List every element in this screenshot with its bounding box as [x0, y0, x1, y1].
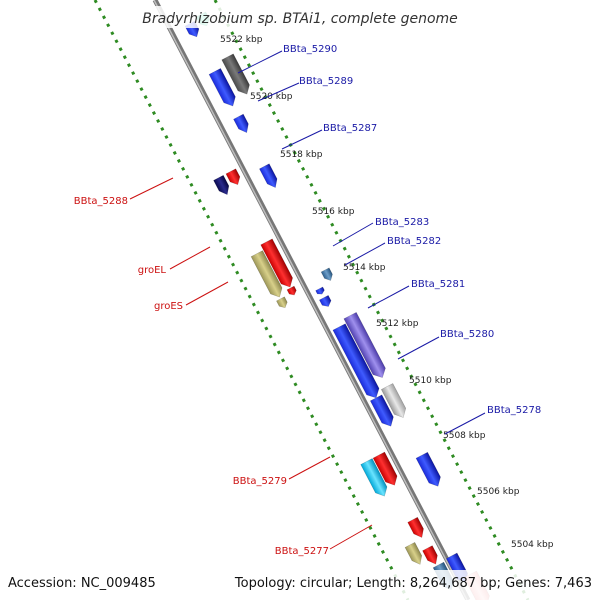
gene-label-groel[interactable]: groEL	[138, 265, 167, 276]
map-title: Bradyrhizobium sp. BTAi1, complete genom…	[142, 11, 458, 27]
topology-text: Topology: circular; Length: 8,264,687 bp…	[234, 576, 592, 591]
gene-arrow[interactable]	[286, 285, 298, 297]
tick-label: 5506 kbp	[477, 487, 520, 497]
tick-labels: 5522 kbp 5520 kbp 5518 kbp 5516 kbp 5514…	[220, 35, 554, 550]
genome-backbone-highlight	[153, 0, 468, 600]
gene-label-leader	[237, 50, 283, 74]
gene-arrow[interactable]	[422, 545, 441, 567]
tick-label: 5514 kbp	[343, 263, 386, 273]
gene-arrow[interactable]	[332, 323, 382, 401]
gene-label-bbta-5282[interactable]: BBta_5282	[387, 236, 441, 247]
gene-arrow[interactable]	[372, 451, 400, 488]
gene-label-groes[interactable]: groES	[154, 301, 183, 312]
gene-label-bbta-5278[interactable]: BBta_5278	[487, 405, 541, 416]
accession-text: Accession: NC_009485	[8, 576, 156, 591]
gene-label-bbta-5287[interactable]: BBta_5287	[323, 123, 377, 134]
gene-label-leader	[329, 524, 373, 550]
reverse-gene-label-texts: BBta_5288 groEL groES BBta_5279 BBta_527…	[74, 196, 329, 557]
gene-arrow[interactable]	[213, 174, 233, 197]
gene-arrow[interactable]	[250, 250, 285, 300]
genome-backbone	[152, 0, 471, 600]
gene-label-leader	[169, 246, 211, 270]
gene-label-leader	[344, 242, 386, 266]
tick-label: 5504 kbp	[511, 540, 554, 550]
gene-features	[184, 11, 490, 600]
gene-label-bbta-5290[interactable]: BBta_5290	[283, 44, 337, 55]
tick-label: 5508 kbp	[443, 431, 486, 441]
gene-arrow[interactable]	[415, 451, 444, 489]
gene-arrow[interactable]	[221, 53, 253, 97]
gene-arrow[interactable]	[320, 267, 335, 283]
gene-arrow[interactable]	[315, 286, 326, 296]
tick-label: 5522 kbp	[220, 35, 263, 45]
reverse-gene-labels	[129, 177, 373, 550]
gene-label-leader	[397, 336, 440, 360]
gene-label-leader	[367, 285, 410, 309]
gene-arrow[interactable]	[233, 113, 252, 135]
gene-label-bbta-5281[interactable]: BBta_5281	[411, 279, 465, 290]
gene-label-bbta-5288[interactable]: BBta_5288	[74, 196, 128, 207]
gene-label-bbta-5279[interactable]: BBta_5279	[233, 476, 287, 487]
gene-label-leader	[257, 82, 300, 102]
tick-label: 5518 kbp	[280, 150, 323, 160]
gene-label-leader	[332, 222, 374, 247]
gene-arrow[interactable]	[407, 516, 427, 540]
tick-label: 5512 kbp	[376, 319, 419, 329]
gene-label-leader	[185, 281, 229, 306]
footer-background	[0, 570, 600, 600]
gene-label-bbta-5283[interactable]: BBta_5283	[375, 217, 429, 228]
tick-label: 5516 kbp	[312, 207, 355, 217]
gene-arrow[interactable]	[380, 383, 409, 420]
gene-arrow[interactable]	[276, 296, 289, 310]
gene-label-bbta-5289[interactable]: BBta_5289	[299, 76, 353, 87]
gene-label-leader	[288, 456, 331, 480]
tick-label: 5520 kbp	[250, 92, 293, 102]
gene-arrow[interactable]	[369, 394, 396, 429]
gene-label-bbta-5280[interactable]: BBta_5280	[440, 329, 494, 340]
gene-label-bbta-5277[interactable]: BBta_5277	[275, 546, 329, 557]
gene-arrow[interactable]	[259, 163, 280, 190]
tick-label: 5510 kbp	[409, 376, 452, 386]
gene-label-leader	[129, 177, 174, 200]
forward-gene-label-texts: BBta_5290 BBta_5289 BBta_5287 BBta_5283 …	[283, 44, 541, 416]
gene-arrow[interactable]	[260, 238, 296, 290]
forward-track-dotted	[213, 0, 530, 600]
gene-label-leader	[281, 129, 323, 150]
title-background	[140, 6, 460, 28]
gene-arrow[interactable]	[404, 541, 425, 567]
gene-label-leader	[444, 412, 486, 435]
reverse-track-dotted	[93, 0, 410, 600]
gene-arrow[interactable]	[319, 295, 332, 308]
gene-arrow[interactable]	[343, 311, 389, 381]
forward-gene-labels	[237, 50, 486, 435]
gene-arrow[interactable]	[225, 168, 243, 187]
gene-arrow[interactable]	[360, 458, 391, 500]
gene-arrow[interactable]	[208, 68, 239, 109]
